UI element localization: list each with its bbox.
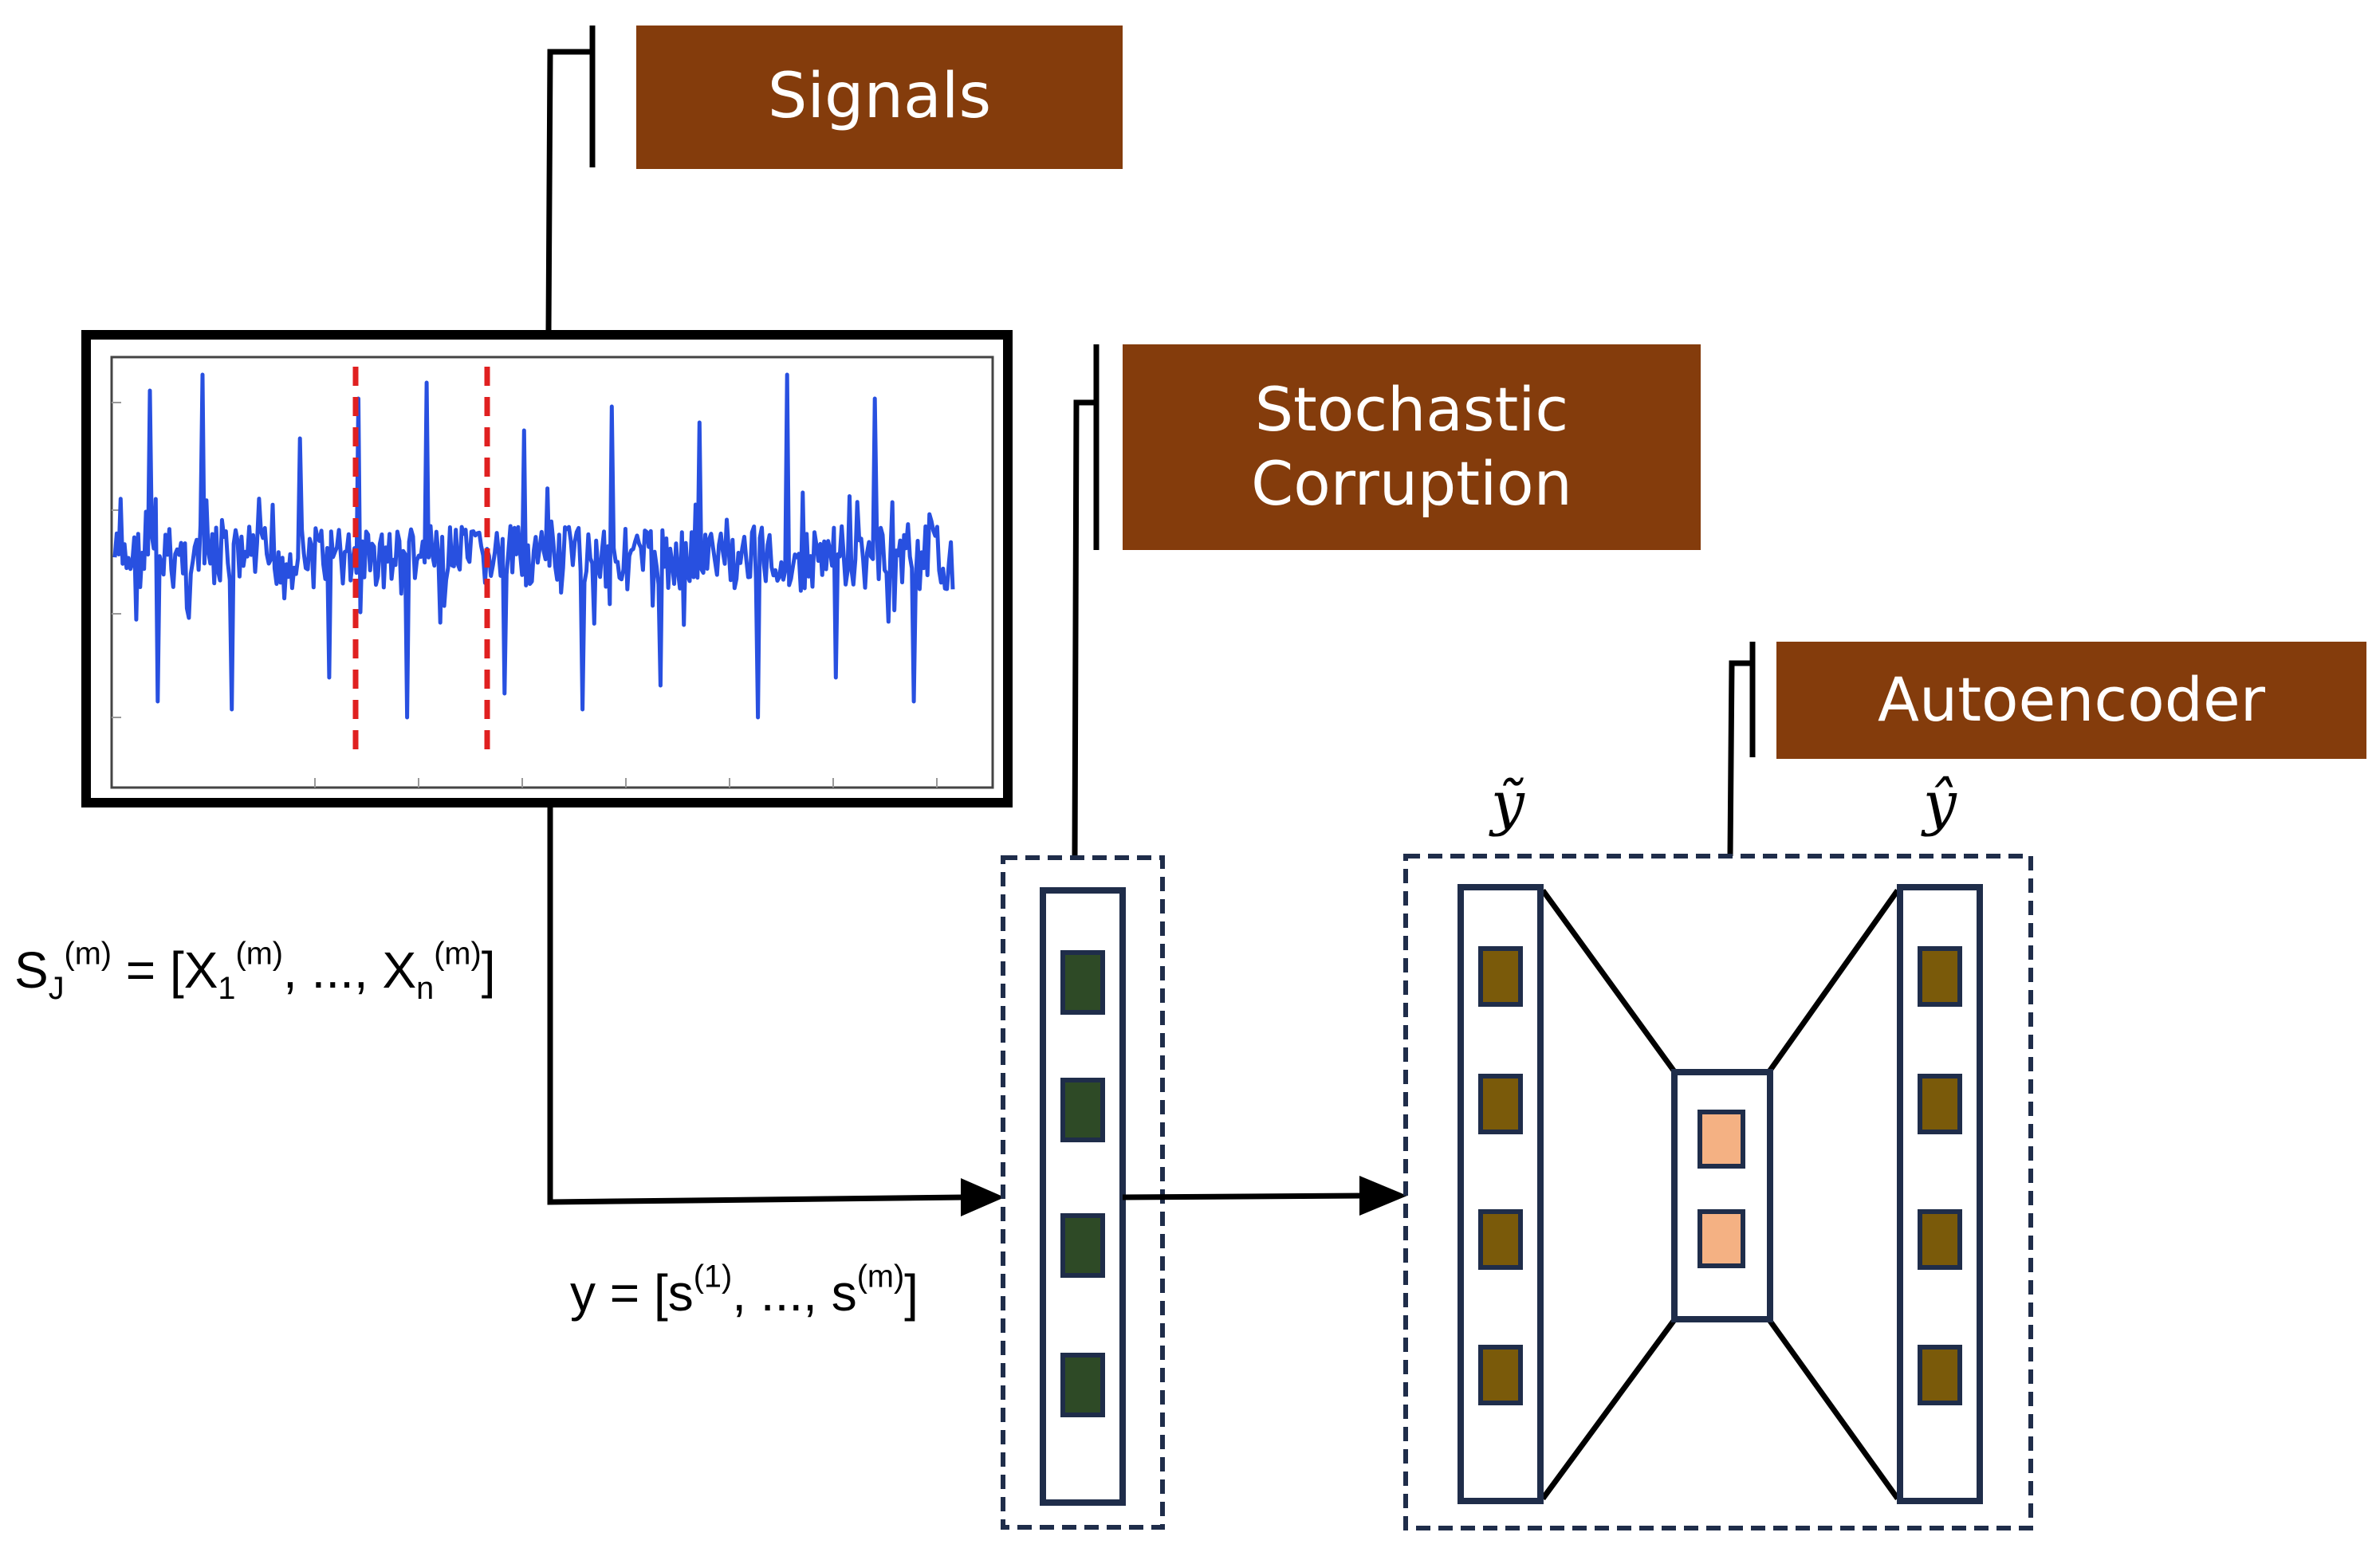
output-y-hat-label: ŷ — [1923, 769, 1957, 838]
vector-formula: y = [s(1), ..., s(m)] — [570, 1260, 919, 1322]
stochastic-label-line1: Stochastic — [1254, 374, 1569, 446]
input-y-tilde-label: ỹ — [1491, 769, 1524, 838]
encoder-input-unit — [1478, 1209, 1523, 1270]
vector-close: ] — [904, 1264, 919, 1322]
vector-start: y = [s — [570, 1264, 694, 1322]
encoder-input-unit — [1478, 946, 1523, 1007]
autoencoder-label: Autoencoder — [1776, 642, 2366, 759]
formula-xn-superscript: (m) — [434, 936, 482, 972]
stochastic-corruption-label: Stochastic Corruption — [1123, 344, 1701, 550]
decoder-output-unit — [1918, 1345, 1962, 1405]
formula-s-subscript: J — [48, 970, 65, 1006]
formula-s-superscript: (m) — [64, 936, 112, 972]
signals-connector — [545, 26, 596, 332]
formula-x1-subscript: 1 — [218, 970, 236, 1006]
corrupted-input-block — [1001, 855, 1165, 1530]
autoencoder-funnel-lines — [1540, 888, 1900, 1501]
autoencoder-label-text: Autoencoder — [1878, 664, 2265, 736]
latent-unit — [1697, 1209, 1745, 1268]
stochastic-label-line2: Corruption — [1251, 448, 1572, 519]
vector-sup2: (m) — [856, 1259, 905, 1295]
signals-label: Signals — [636, 26, 1123, 169]
autoencoder-connector — [1727, 642, 1756, 857]
flow-arrow-2 — [1122, 1176, 1407, 1216]
autoencoder-block — [1403, 854, 2033, 1530]
latent-unit — [1697, 1110, 1745, 1169]
formula-dots: , ..., X — [282, 941, 417, 999]
formula-x1-superscript: (m) — [235, 936, 283, 972]
signal-plot — [81, 330, 1013, 807]
formula-s: S — [14, 941, 49, 999]
decoder-output-unit — [1918, 946, 1962, 1007]
decoder-output-unit — [1918, 1209, 1962, 1270]
plot-ticks — [112, 402, 938, 788]
corrupted-unit — [1060, 1078, 1105, 1142]
signal-plot-area — [110, 356, 994, 789]
formula-close: ] — [481, 941, 496, 999]
autoencoder-dashed-border — [1403, 854, 2033, 1530]
corruption-connector — [1072, 344, 1100, 858]
signals-label-text: Signals — [767, 61, 992, 133]
encoder-input-unit — [1478, 1074, 1523, 1134]
segment-formula: SJ(m) = [X1(m), ..., Xn(m)] — [14, 937, 496, 1004]
corruption-dashed-border — [1001, 855, 1165, 1530]
formula-xn-subscript: n — [416, 970, 435, 1006]
signal-waveform — [112, 372, 955, 720]
corrupted-unit — [1060, 950, 1105, 1015]
vector-sup1: (1) — [693, 1259, 733, 1295]
encoder-input-unit — [1478, 1345, 1523, 1405]
formula-eq: = [X — [112, 941, 218, 999]
corrupted-unit — [1060, 1353, 1105, 1417]
vector-mid: , ..., s — [732, 1264, 857, 1322]
flow-arrow-1 — [547, 807, 1005, 1216]
decoder-output-unit — [1918, 1074, 1962, 1134]
corrupted-unit — [1060, 1213, 1105, 1278]
latent-layer — [1671, 1069, 1773, 1322]
